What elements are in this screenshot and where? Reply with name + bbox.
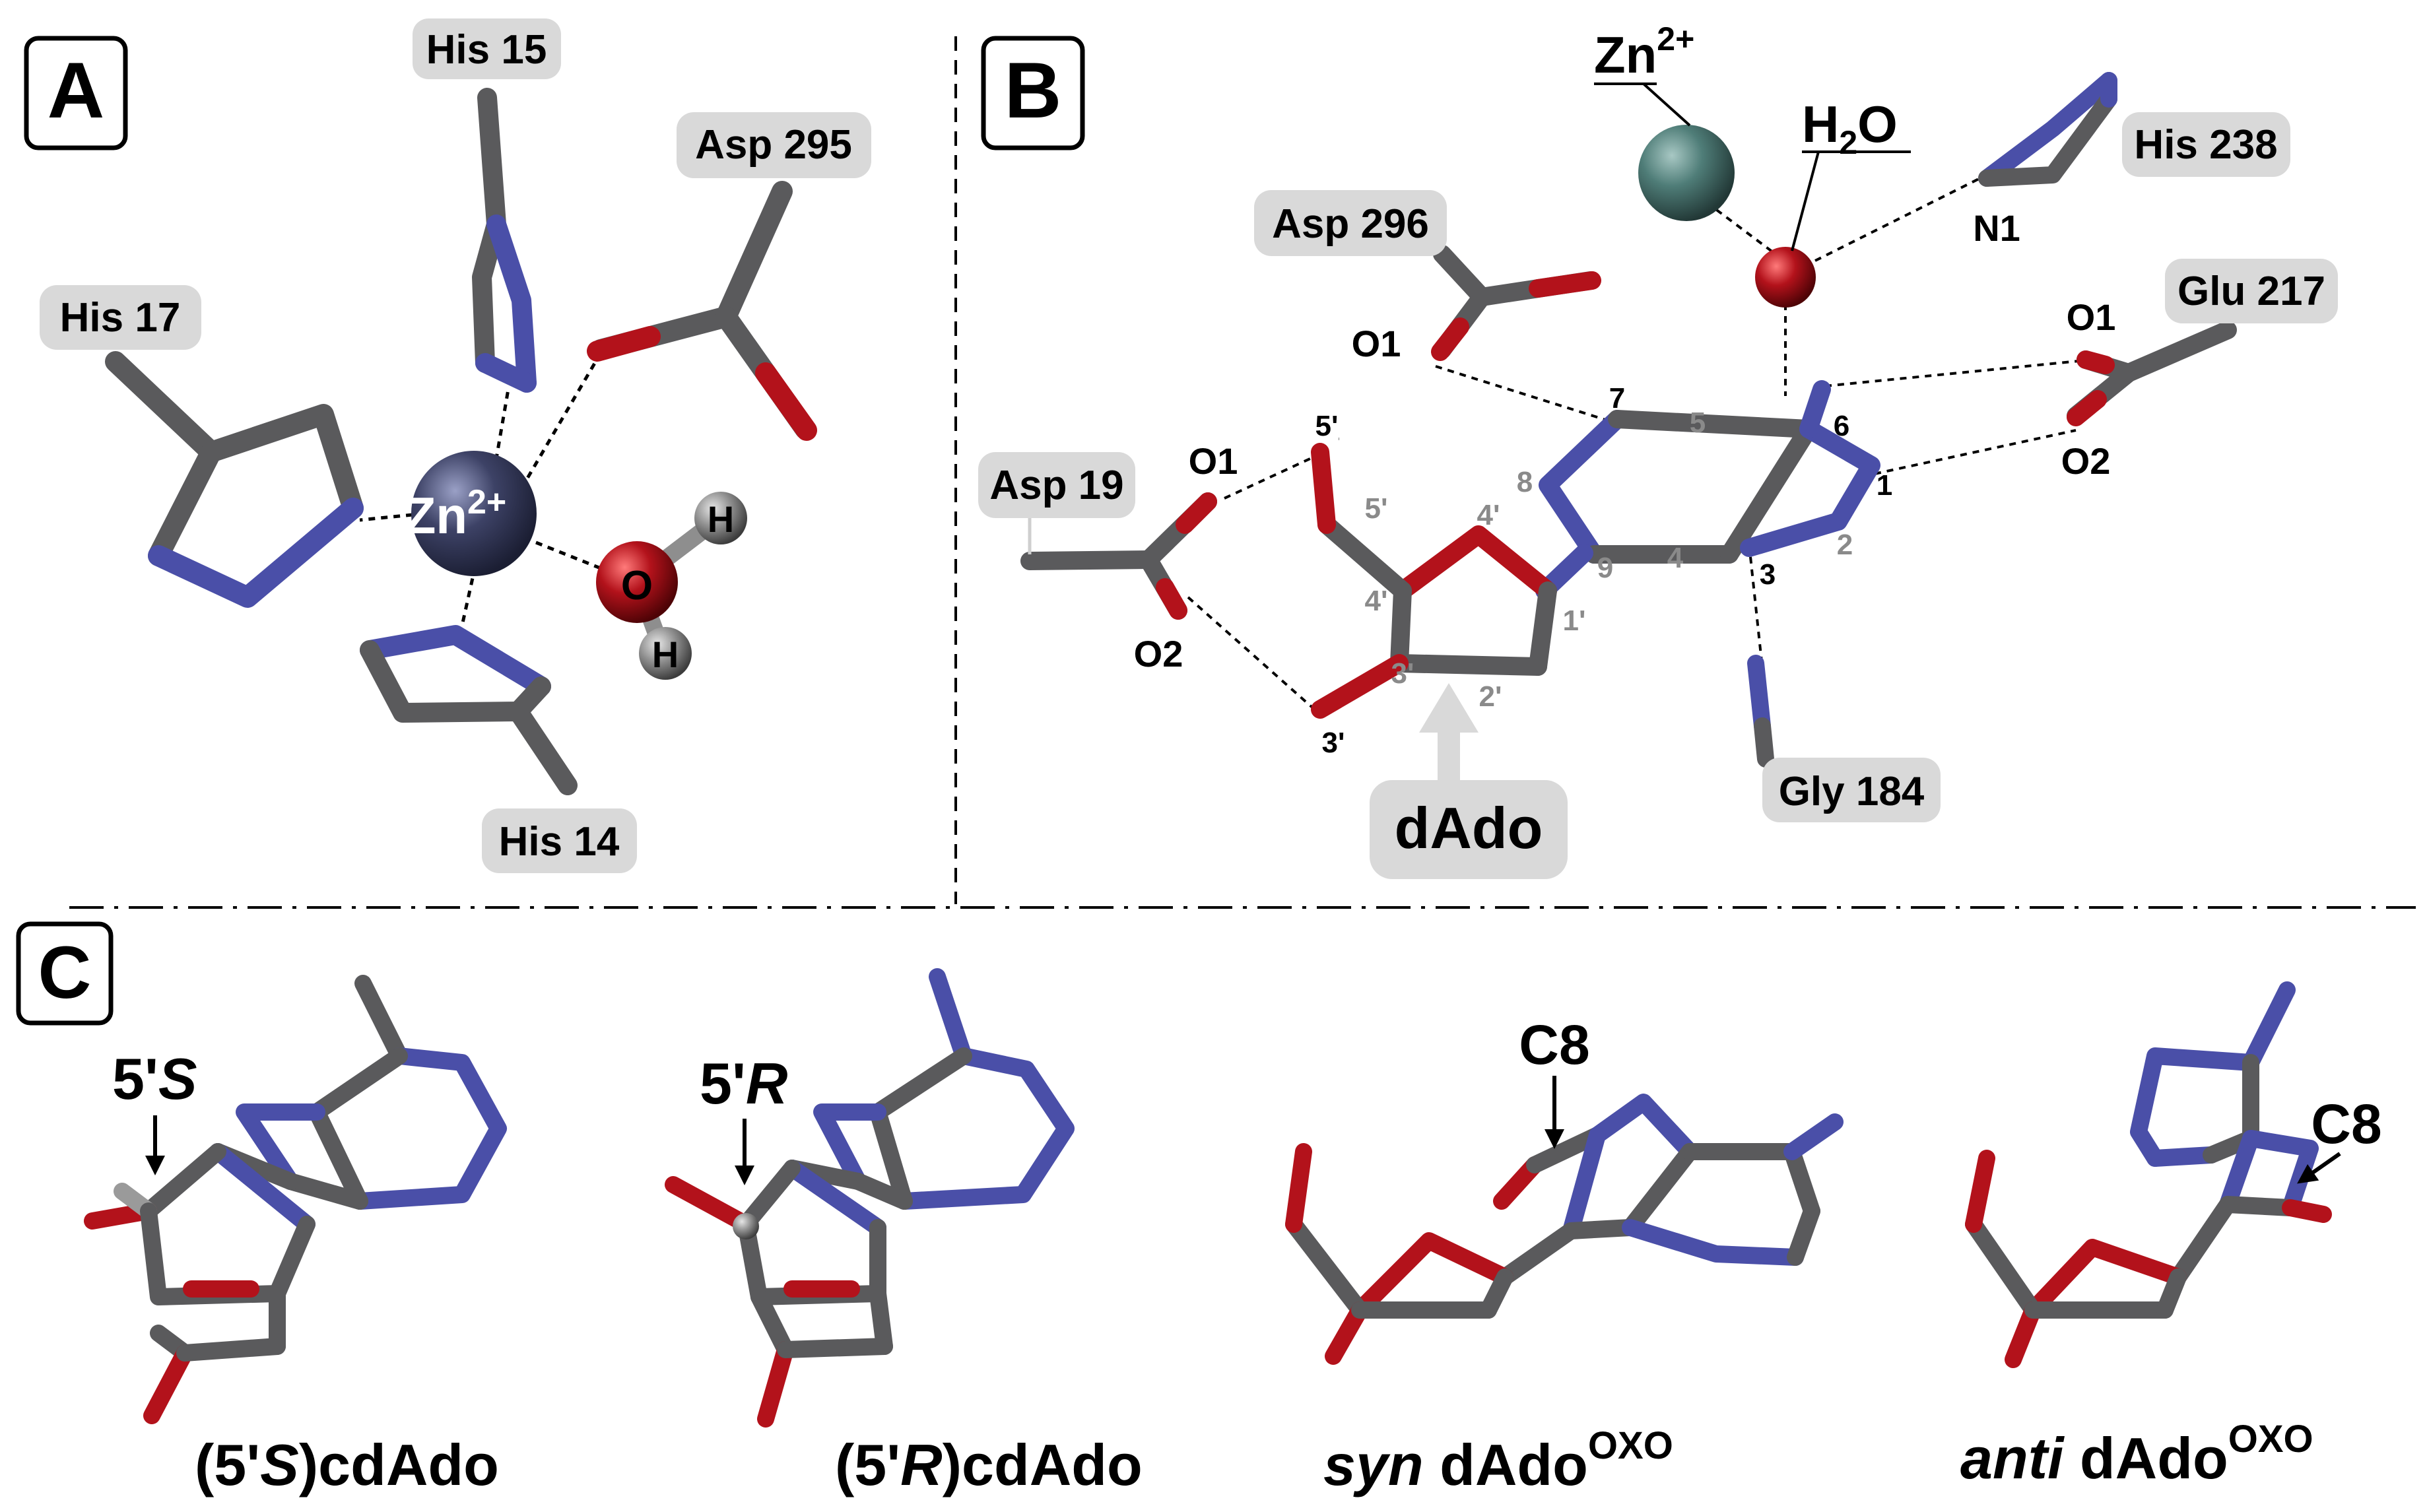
- label-asp295: Asp 295: [677, 112, 871, 178]
- svg-text:7: 7: [1609, 382, 1625, 414]
- zinc-ion-b: [1638, 125, 1735, 221]
- atom-asp19-o2: O2: [1134, 633, 1183, 674]
- svg-text:8: 8: [1517, 466, 1533, 498]
- asp295-sidechain: [587, 181, 817, 441]
- asp19-sidechain: [1020, 492, 1217, 620]
- svg-text:His 15: His 15: [426, 27, 547, 73]
- svg-text:1': 1': [1563, 605, 1586, 637]
- svg-text:Gly 184: Gly 184: [1779, 769, 1925, 814]
- hydrogen-5r: [733, 1213, 759, 1239]
- panel-label-c: C: [16, 921, 114, 1026]
- svg-text:4': 4': [1365, 585, 1388, 617]
- his15-sidechain: [472, 88, 537, 393]
- label-his15: His 15: [413, 18, 561, 79]
- molecule-syn-dado-oxo: [1285, 1094, 1844, 1365]
- label-his17: His 17: [40, 285, 201, 350]
- svg-text:2': 2': [1479, 680, 1502, 713]
- svg-text:Asp 295: Asp 295: [695, 122, 852, 168]
- svg-text:1: 1: [1877, 469, 1892, 502]
- atom-labels-b: N1 O1 O1 O2 O1 O2: [1134, 207, 2116, 674]
- svg-text:O: O: [621, 563, 653, 608]
- his238-sidechain: [1978, 72, 2117, 187]
- glu217-sidechain: [2067, 321, 2237, 426]
- atom-glu217-o1: O1: [2067, 296, 2116, 338]
- svg-text:H2O: H2O: [1802, 95, 1898, 161]
- numbering-black-b: 5' 3' 7 6 1 3: [1315, 382, 1893, 759]
- molecule-5s-cdado: [84, 975, 507, 1424]
- his14-sidechain: [360, 625, 578, 795]
- label-his14: His 14: [482, 808, 637, 873]
- svg-text:H: H: [652, 634, 679, 675]
- svg-text:His 17: His 17: [60, 295, 181, 341]
- zinc-label-a: Zn2+: [405, 483, 507, 544]
- caption-syn-dado-oxo: syn dAdoOXO: [1323, 1424, 1673, 1497]
- svg-text:5: 5: [1690, 407, 1706, 439]
- caption-5s-cdado: (5'S)cdAdo: [195, 1432, 499, 1497]
- water-label-b: H2O: [1791, 95, 1911, 251]
- caption-5r-cdado: (5'R)cdAdo: [835, 1432, 1143, 1497]
- water-oxygen-a: [596, 541, 678, 623]
- water-hydrogen-2-a: [639, 627, 692, 680]
- atom-asp296-o1: O1: [1352, 323, 1401, 364]
- atom-n1: N1: [1973, 207, 2020, 249]
- label-his238: His 238: [2122, 112, 2290, 177]
- svg-text:5'R: 5'R: [700, 1051, 787, 1116]
- svg-text:5': 5': [1365, 492, 1388, 525]
- svg-text:5': 5': [1315, 410, 1339, 442]
- zinc-ion-a: [411, 451, 537, 576]
- svg-text:5'S: 5'S: [112, 1046, 197, 1111]
- svg-text:3': 3': [1322, 727, 1345, 759]
- water-oxygen-b: [1755, 247, 1816, 308]
- tag-c8-syn: C8: [1519, 1014, 1590, 1149]
- numbering-gray-b: 5 2 4 9 8 5' 4' 4' 3' 2' 1': [1365, 407, 1853, 713]
- tag-5r: 5'R: [700, 1051, 787, 1185]
- tag-c8-anti: C8: [2297, 1093, 2382, 1184]
- svg-text:A: A: [48, 46, 105, 135]
- svg-text:Asp 19: Asp 19: [989, 463, 1123, 508]
- svg-text:His 238: His 238: [2134, 122, 2277, 168]
- his17-sidechain: [105, 351, 364, 608]
- zinc-label-b: Zn2+: [1594, 20, 1694, 127]
- svg-text:2: 2: [1837, 529, 1853, 561]
- svg-text:C8: C8: [1519, 1014, 1589, 1076]
- panel-label-a: A: [24, 36, 128, 150]
- atom-glu217-o2: O2: [2061, 440, 2111, 482]
- water-hydrogen-1-a: [694, 492, 747, 544]
- svg-text:3': 3': [1391, 657, 1414, 690]
- atom-asp19-o1: O1: [1189, 440, 1238, 482]
- molecule-anti-dado-oxo: [1965, 981, 2332, 1368]
- label-gly184: Gly 184: [1762, 758, 1941, 822]
- panel-b: Zn2+ H2O Asp 296 His 238 Glu 217 Asp 19: [978, 20, 2338, 879]
- svg-text:Glu 217: Glu 217: [2178, 269, 2325, 314]
- dado-callout: dAdo: [1370, 683, 1568, 879]
- svg-text:B: B: [1005, 46, 1062, 135]
- label-asp19: Asp 19: [978, 452, 1135, 554]
- molecule-5r-cdado: [665, 968, 1075, 1428]
- svg-text:4: 4: [1667, 542, 1684, 574]
- svg-text:H: H: [708, 498, 734, 540]
- tag-5s: 5'S: [112, 1046, 197, 1175]
- svg-text:3: 3: [1760, 558, 1776, 591]
- panel-c: 5'S (5'S)cdAdo 5'R (5'R): [84, 968, 2382, 1497]
- asp296-sidechain: [1431, 245, 1601, 361]
- dado-ligand: [1311, 380, 1880, 719]
- svg-text:C: C: [38, 931, 92, 1014]
- svg-text:His 14: His 14: [499, 819, 620, 865]
- caption-anti-dado-oxo: anti dAdoOXO: [1960, 1418, 2313, 1491]
- svg-text:Asp 296: Asp 296: [1272, 201, 1429, 247]
- svg-text:dAdo: dAdo: [1395, 795, 1543, 861]
- water-molecule-a: O H H: [596, 492, 747, 680]
- panel-a: Zn2+ O H H His 15 Asp 295 His 17 His 14: [40, 18, 871, 873]
- panel-label-b: B: [981, 36, 1085, 150]
- gly184-backbone: [1747, 655, 1774, 768]
- label-glu217: Glu 217: [2165, 259, 2338, 323]
- svg-text:9: 9: [1597, 552, 1613, 584]
- svg-text:4': 4': [1477, 499, 1500, 531]
- coordination-bonds-a: [359, 352, 608, 626]
- svg-text:6: 6: [1834, 410, 1849, 442]
- svg-text:C8: C8: [2311, 1093, 2381, 1155]
- label-asp296: Asp 296: [1254, 190, 1447, 256]
- svg-text:Zn2+: Zn2+: [1594, 20, 1694, 84]
